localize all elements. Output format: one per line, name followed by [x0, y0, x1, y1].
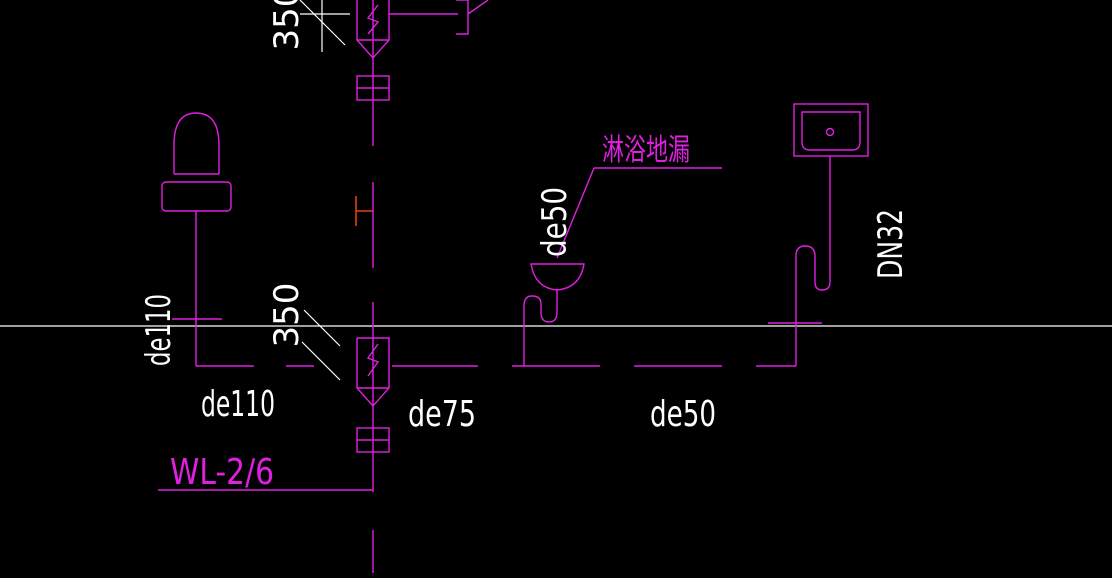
check-port-icon — [356, 337, 390, 408]
toilet-icon — [161, 112, 232, 366]
cleanout-icon — [356, 427, 390, 453]
test-tee-icon — [355, 196, 373, 226]
floor-drain-icon — [523, 167, 722, 366]
toilet-pipe-label: de110 — [139, 294, 179, 366]
elevation-label-bottom: 350 — [267, 283, 307, 348]
elevation-label-top: 350 — [267, 0, 307, 50]
elevation-mark-top — [299, 0, 350, 52]
stack-id-label: WL-2/6 — [170, 452, 274, 493]
top-branch-bracket — [389, 0, 489, 35]
elevation-mark-bottom — [301, 309, 341, 381]
main-branch-label: de75 — [408, 394, 476, 435]
washbasin-icon — [768, 103, 869, 366]
basin-pipe-label: DN32 — [871, 209, 911, 279]
toilet-branch-label: de110 — [201, 384, 275, 425]
floor-drain-pipe-label: de50 — [535, 187, 575, 257]
floor-drain-name-label: 淋浴地漏 — [602, 133, 690, 168]
check-port-icon — [356, 0, 390, 60]
right-branch-label: de50 — [650, 394, 716, 435]
cleanout-icon — [356, 75, 390, 101]
